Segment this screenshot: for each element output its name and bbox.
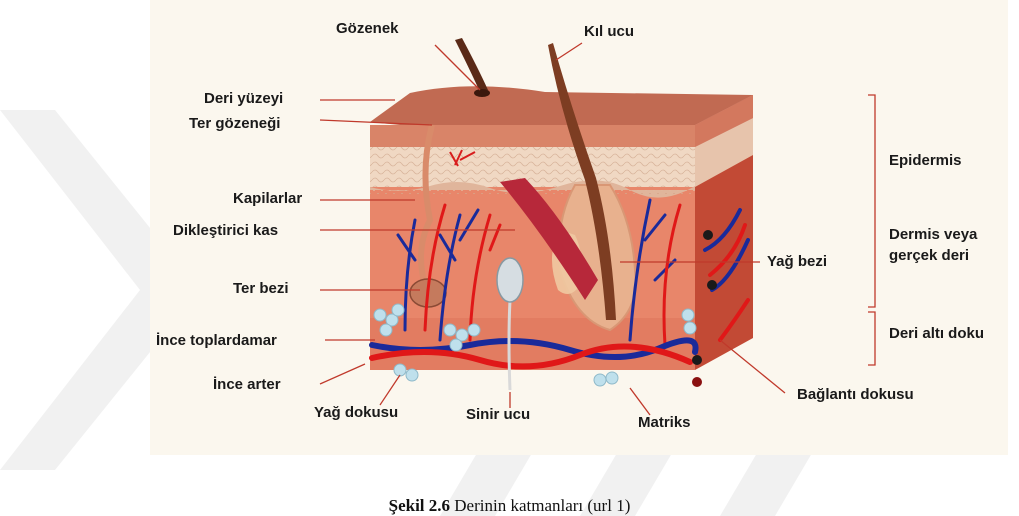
- pore-opening: [474, 89, 490, 97]
- pore-hair: [455, 38, 488, 92]
- label-arteriole: İnce arter: [213, 376, 281, 394]
- caption-number: Şekil 2.6: [389, 496, 450, 515]
- label-sweat-pore: Ter gözeneği: [189, 115, 280, 133]
- nerve-ending: [497, 258, 523, 302]
- label-arrector-muscle: Dikleştirici kas: [173, 222, 278, 240]
- nerve-fiber: [509, 300, 510, 390]
- label-connective-tissue: Bağlantı dokusu: [797, 386, 914, 404]
- label-true-skin: gerçek deri: [889, 247, 969, 265]
- label-pore: Gözenek: [336, 20, 399, 38]
- label-sweat-gland: Ter bezi: [233, 280, 289, 298]
- layer-brackets: [868, 95, 875, 365]
- label-fat-tissue: Yağ dokusu: [314, 404, 398, 422]
- figure-caption: Şekil 2.6 Derinin katmanları (url 1): [0, 496, 1019, 516]
- label-hair-tip: Kıl ucu: [584, 23, 634, 41]
- label-subcutaneous: Deri altı doku: [889, 325, 984, 343]
- label-venule: İnce toplardamar: [156, 332, 277, 350]
- label-sebaceous-gland: Yağ bezi: [767, 253, 827, 271]
- label-matrix: Matriks: [638, 414, 691, 432]
- epidermis-layer: [370, 125, 695, 147]
- label-epidermis: Epidermis: [889, 152, 962, 170]
- label-capillaries: Kapilarlar: [233, 190, 302, 208]
- label-dermis: Dermis veya: [889, 226, 977, 244]
- caption-text: Derinin katmanları (url 1): [450, 496, 630, 515]
- label-nerve-ending: Sinir ucu: [466, 406, 530, 424]
- label-skin-surface: Deri yüzeyi: [204, 90, 283, 108]
